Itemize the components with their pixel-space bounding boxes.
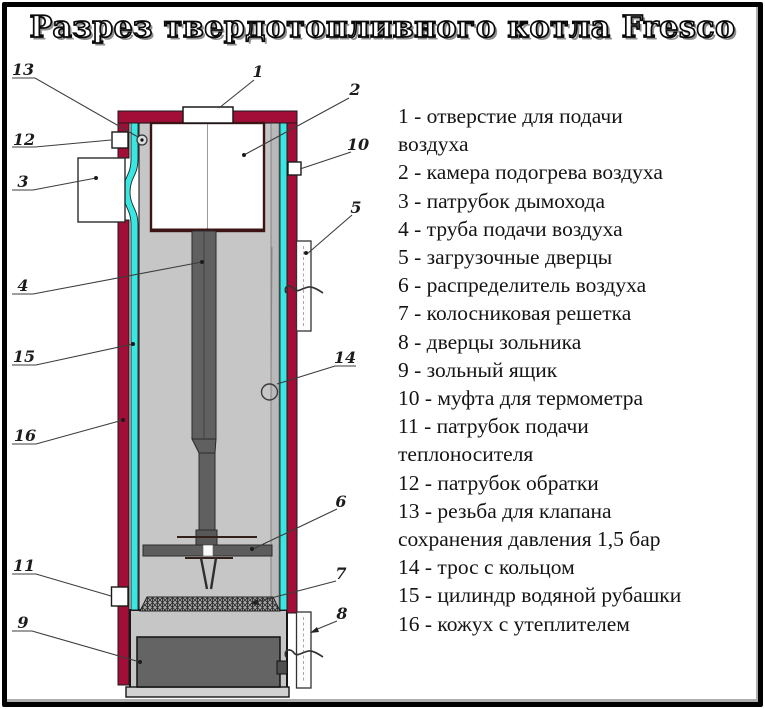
chimney-pipe-box <box>77 157 126 223</box>
callout-leaders <box>12 77 356 664</box>
legend-item-2: 2 - камера подогрева воздуха <box>398 160 663 185</box>
leader-16 <box>12 419 124 445</box>
cone-left-leg <box>199 557 209 590</box>
valve-thread-dot <box>140 138 144 142</box>
leader-4 <box>12 261 203 295</box>
casing-left-lower <box>117 219 130 686</box>
ash-box <box>136 636 281 688</box>
callout-numbers: 1 2 3 4 5 6 7 8 9 10 11 12 13 14 15 16 <box>12 60 369 632</box>
callout-1: 1 <box>252 62 263 81</box>
supply-pipe-fitting <box>110 586 129 607</box>
callout-3: 3 <box>17 172 28 191</box>
callout-10: 10 <box>347 135 369 154</box>
grate <box>139 596 281 612</box>
legend-item-13: 13 - резьба для клапана сохранения давле… <box>398 498 661 552</box>
boiler-body <box>77 106 324 698</box>
callout-2: 2 <box>348 80 360 99</box>
legend-item-6: 6 - распределитель воздуха <box>398 273 647 298</box>
boiler-base <box>125 686 290 698</box>
leader-1 <box>218 79 255 109</box>
loading-door-handle <box>284 285 324 294</box>
callout-11: 11 <box>13 556 35 575</box>
water-jacket-right <box>279 122 288 611</box>
parts-legend: 1 - отверстие для подачи воздуха 2 - кам… <box>398 102 752 638</box>
leader-7 <box>255 580 337 603</box>
legend-item-3: 3 - патрубок дымохода <box>398 188 606 213</box>
leader-3 <box>12 177 97 191</box>
legend-item-12: 12 - патрубок обратки <box>398 470 599 495</box>
leader-14 <box>276 365 356 385</box>
legend-item-9: 9 - зольный ящик <box>398 357 558 382</box>
leader-13 <box>12 77 139 138</box>
leader-11 <box>12 573 112 597</box>
legend-item-4: 4 - труба подачи воздуха <box>398 216 623 241</box>
legend-item-8: 8 - дверцы зольника <box>398 329 582 354</box>
air-inlet-opening <box>182 106 234 124</box>
callout-7: 7 <box>335 564 346 583</box>
callout-6: 6 <box>335 492 346 511</box>
legend-item-16: 16 - кожух с утеплителем <box>398 611 630 636</box>
return-pipe-fitting <box>111 131 129 149</box>
leader-6 <box>252 508 338 550</box>
legend-item-7: 7 - колосниковая решетка <box>398 301 632 326</box>
distributor-gap <box>202 544 214 557</box>
legend-item-5: 5 - загрузочные дверцы <box>398 245 613 270</box>
cable-ring <box>260 383 279 401</box>
leader-5 <box>306 214 353 255</box>
legend-item-10: 10 - муфта для термометра <box>398 386 644 411</box>
leader-7-arrow <box>250 599 259 605</box>
callout-12: 12 <box>13 130 35 149</box>
callout-14: 14 <box>334 348 356 367</box>
callout-16: 16 <box>14 426 36 445</box>
leader-8-arrow <box>310 627 319 633</box>
callout-13: 13 <box>12 60 34 79</box>
legend-item-15: 15 - цилиндр водяной рубашки <box>398 583 682 608</box>
ash-box-handle <box>276 660 288 675</box>
leader-dots <box>94 153 308 664</box>
cable <box>270 246 273 385</box>
callout-5: 5 <box>350 198 361 217</box>
air-tube-lower <box>198 452 216 531</box>
legend-item-11: 11 - патрубок подачи теплоносителя <box>398 414 589 467</box>
callout-15: 15 <box>13 347 35 366</box>
leader-2 <box>243 97 350 156</box>
leader-12 <box>12 139 112 148</box>
leader-15 <box>12 343 134 366</box>
cone-right-leg <box>209 557 218 590</box>
leader-9 <box>12 630 141 663</box>
callout-4: 4 <box>17 276 28 295</box>
ash-door-handle <box>284 649 324 658</box>
legend-item-1: 1 - отверстие для подачи воздуха <box>398 104 623 157</box>
legend-item-14: 14 - трос с кольцом <box>398 555 575 580</box>
page-title: Разрез твердотопливного котла Fresco <box>29 9 736 46</box>
casing-right <box>286 122 298 614</box>
leader-8 <box>314 620 338 631</box>
leader-10 <box>299 151 352 170</box>
callout-8: 8 <box>335 604 347 623</box>
thermometer-sleeve <box>287 161 302 176</box>
callout-9: 9 <box>17 613 28 632</box>
